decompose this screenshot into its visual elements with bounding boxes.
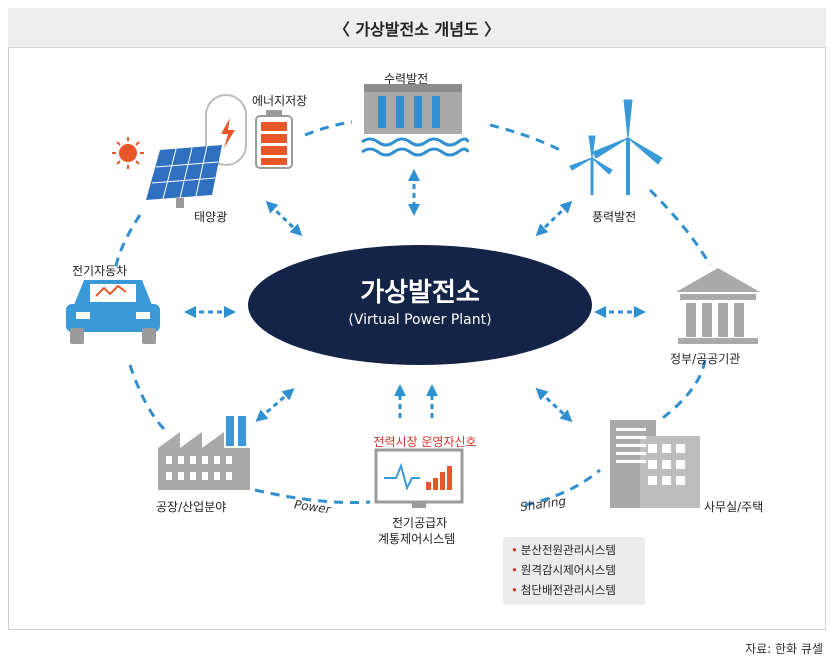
wind-arrow (535, 200, 573, 237)
office-arrow (535, 387, 573, 423)
arrows (184, 169, 646, 423)
storage-label: 에너지저장 (252, 94, 308, 108)
system-item: •원격감시제어시스템 (511, 563, 617, 577)
office-building-icon (610, 420, 700, 508)
electric-car-icon (66, 280, 160, 344)
wind-label: 풍력발전 (592, 210, 637, 224)
bullet-dot-icon: • (511, 583, 518, 597)
supplier-label-line1: 전기공급자 (392, 516, 448, 530)
source-caption: 자료: 한화 큐셀 (745, 642, 823, 656)
bullet-dot-icon: • (511, 563, 518, 577)
market-signal-label: 전력시장 운영자신호 (373, 435, 477, 449)
supplier-label-line2: 계통제어시스템 (378, 532, 456, 546)
solar-label: 태양광 (194, 210, 228, 224)
government-label: 정부/공공기관 (670, 352, 741, 366)
system-item: •첨단배전관리시스템 (511, 583, 617, 597)
ev-label: 전기자동차 (72, 264, 128, 278)
hydro-label: 수력발전 (384, 72, 429, 86)
vpp-title: 가상발전소 (360, 278, 480, 308)
factory-label: 공장/산업분야 (156, 500, 227, 514)
vpp-center-ellipse (248, 245, 592, 365)
system-item: •분산전원관리시스템 (511, 543, 617, 557)
factory-icon (158, 416, 250, 490)
wind-turbine-icon (569, 99, 663, 195)
government-building-icon (676, 268, 760, 344)
office-label: 사무실/주택 (704, 500, 764, 514)
connection-ring (113, 120, 712, 507)
bullet-dot-icon: • (511, 543, 518, 557)
monitor-icon (374, 448, 464, 508)
solar-panel-icon (112, 137, 222, 208)
page-title: 〈 가상발전소 개념도 〉 (8, 8, 826, 48)
systems-box: •분산전원관리시스템 •원격감시제어시스템 •첨단배전관리시스템 (503, 537, 645, 605)
factory-arrow (255, 388, 295, 422)
solar-arrow (265, 200, 303, 237)
hydro-dam-icon (361, 84, 470, 157)
vpp-subtitle: (Virtual Power Plant) (348, 312, 492, 328)
